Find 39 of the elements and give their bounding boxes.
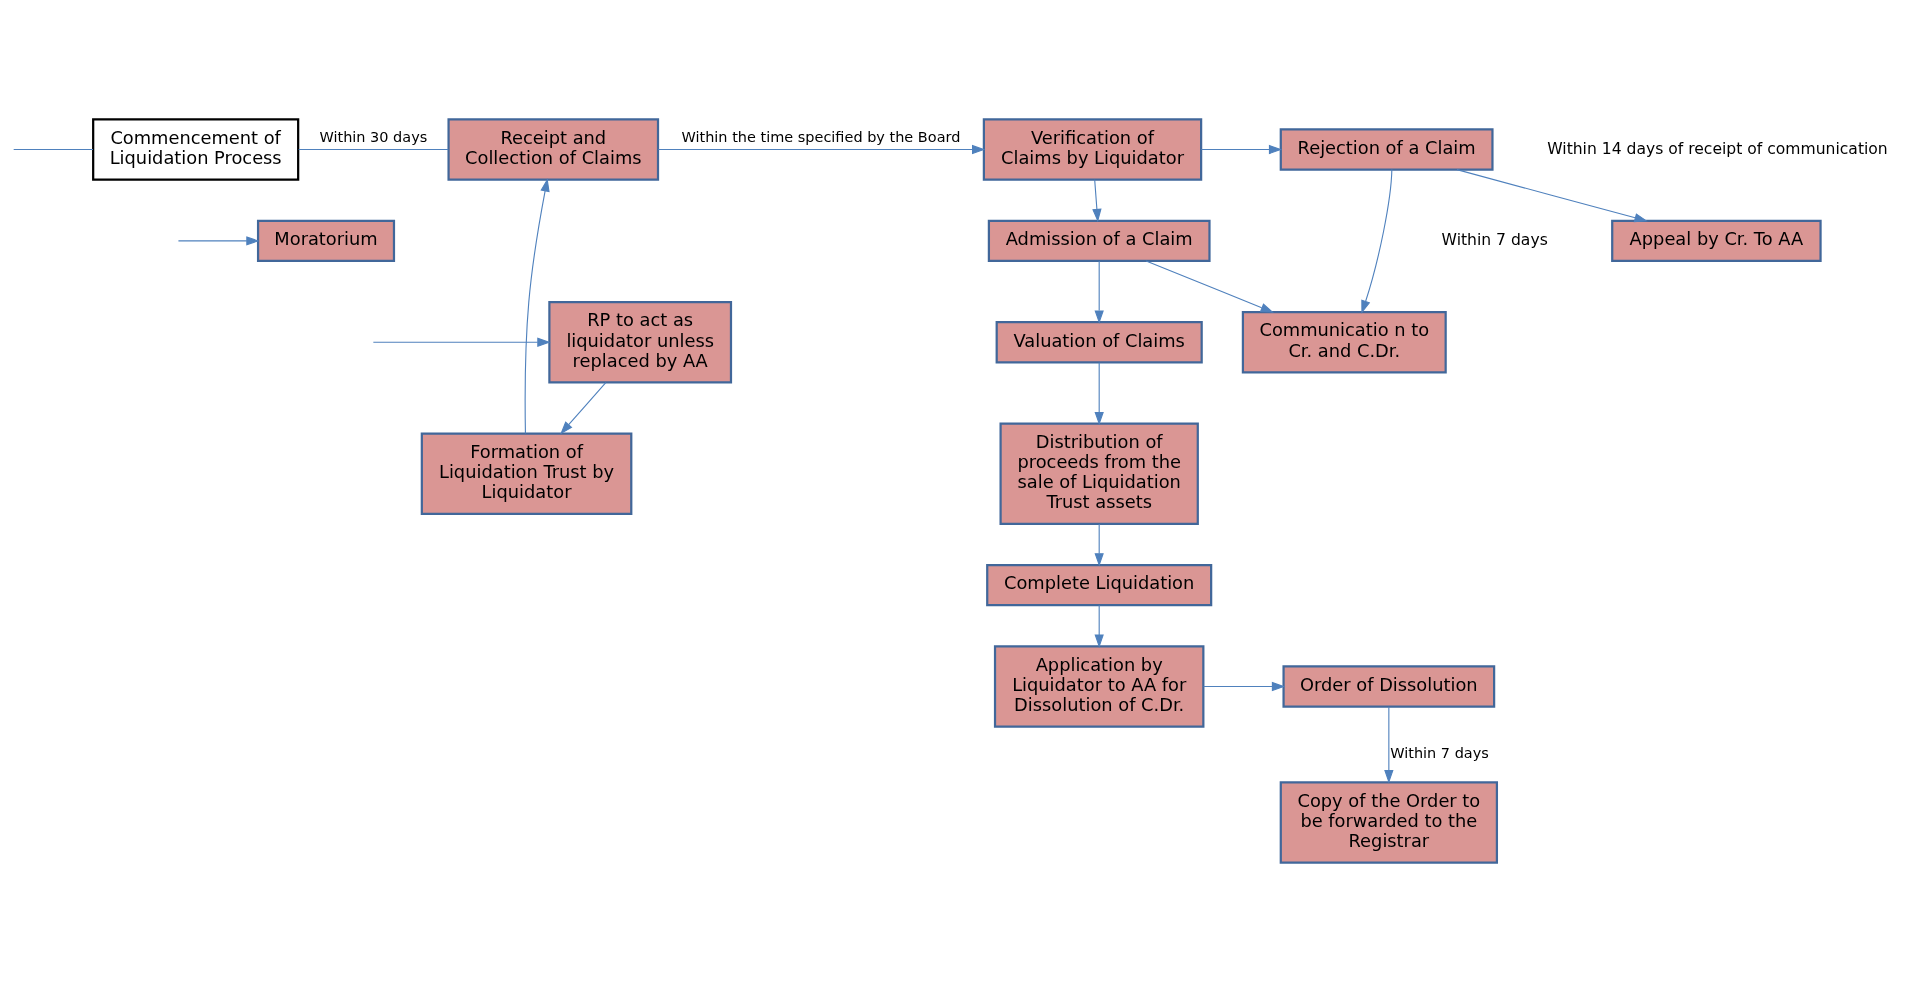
- node-box: Complete Liquidation: [986, 563, 1213, 607]
- arrow: [1456, 169, 1648, 223]
- node-box: Commencement of Liquidation Process: [92, 118, 300, 181]
- node-box: Formation of Liquidation Trust by Liquidator: [420, 432, 633, 515]
- arrow: [524, 178, 550, 435]
- arrow: [560, 381, 607, 435]
- arrow: [1092, 179, 1102, 223]
- arrow: [1361, 169, 1393, 314]
- node-box: Distribution of proceeds from the sale of Liquidation Trust assets: [999, 422, 1199, 525]
- label: Within 7 days: [1441, 231, 1548, 250]
- arrow: [657, 144, 986, 155]
- arrow: [177, 236, 260, 246]
- node-box: Receipt and Collection of Claims: [447, 118, 660, 181]
- arrow: [1200, 144, 1283, 155]
- edge-label: Within the time specified by the Board: [681, 129, 961, 146]
- arrow: [1094, 604, 1104, 648]
- arrow: [1094, 260, 1104, 324]
- arrow: [1094, 361, 1104, 426]
- node-box: Communicatio n to Cr. and C.Dr.: [1241, 311, 1447, 374]
- node-box: RP to act as liquidator unless replaced by AA: [548, 301, 733, 384]
- node-box: Copy of the Order to be forwarded to the Registrar: [1279, 781, 1499, 864]
- label: Within 14 days of receipt of communication: [1547, 139, 1888, 158]
- node-box: Appeal by Cr. To AA: [1611, 219, 1822, 263]
- arrow: [372, 337, 551, 347]
- arrow: [1145, 260, 1274, 313]
- node-box: Order of Dissolution: [1282, 665, 1496, 708]
- node-box: Moratorium: [256, 219, 396, 263]
- node-box: Application by Liquidator to AA for Dissolution of C.Dr.: [993, 645, 1205, 728]
- connector: [298, 149, 449, 151]
- node-box: Verification of Claims by Liquidator: [982, 118, 1203, 181]
- arrow: [1203, 681, 1286, 692]
- node-box: Admission of a Claim: [987, 219, 1211, 263]
- arrow: [1094, 523, 1104, 567]
- node-box: Rejection of a Claim: [1279, 128, 1494, 171]
- arrow: [1384, 706, 1394, 784]
- edge-label: Within 30 days: [319, 129, 428, 146]
- node-box: Valuation of Claims: [995, 321, 1203, 364]
- edge-label: Within 7 days: [1390, 745, 1489, 762]
- connector: [13, 149, 94, 151]
